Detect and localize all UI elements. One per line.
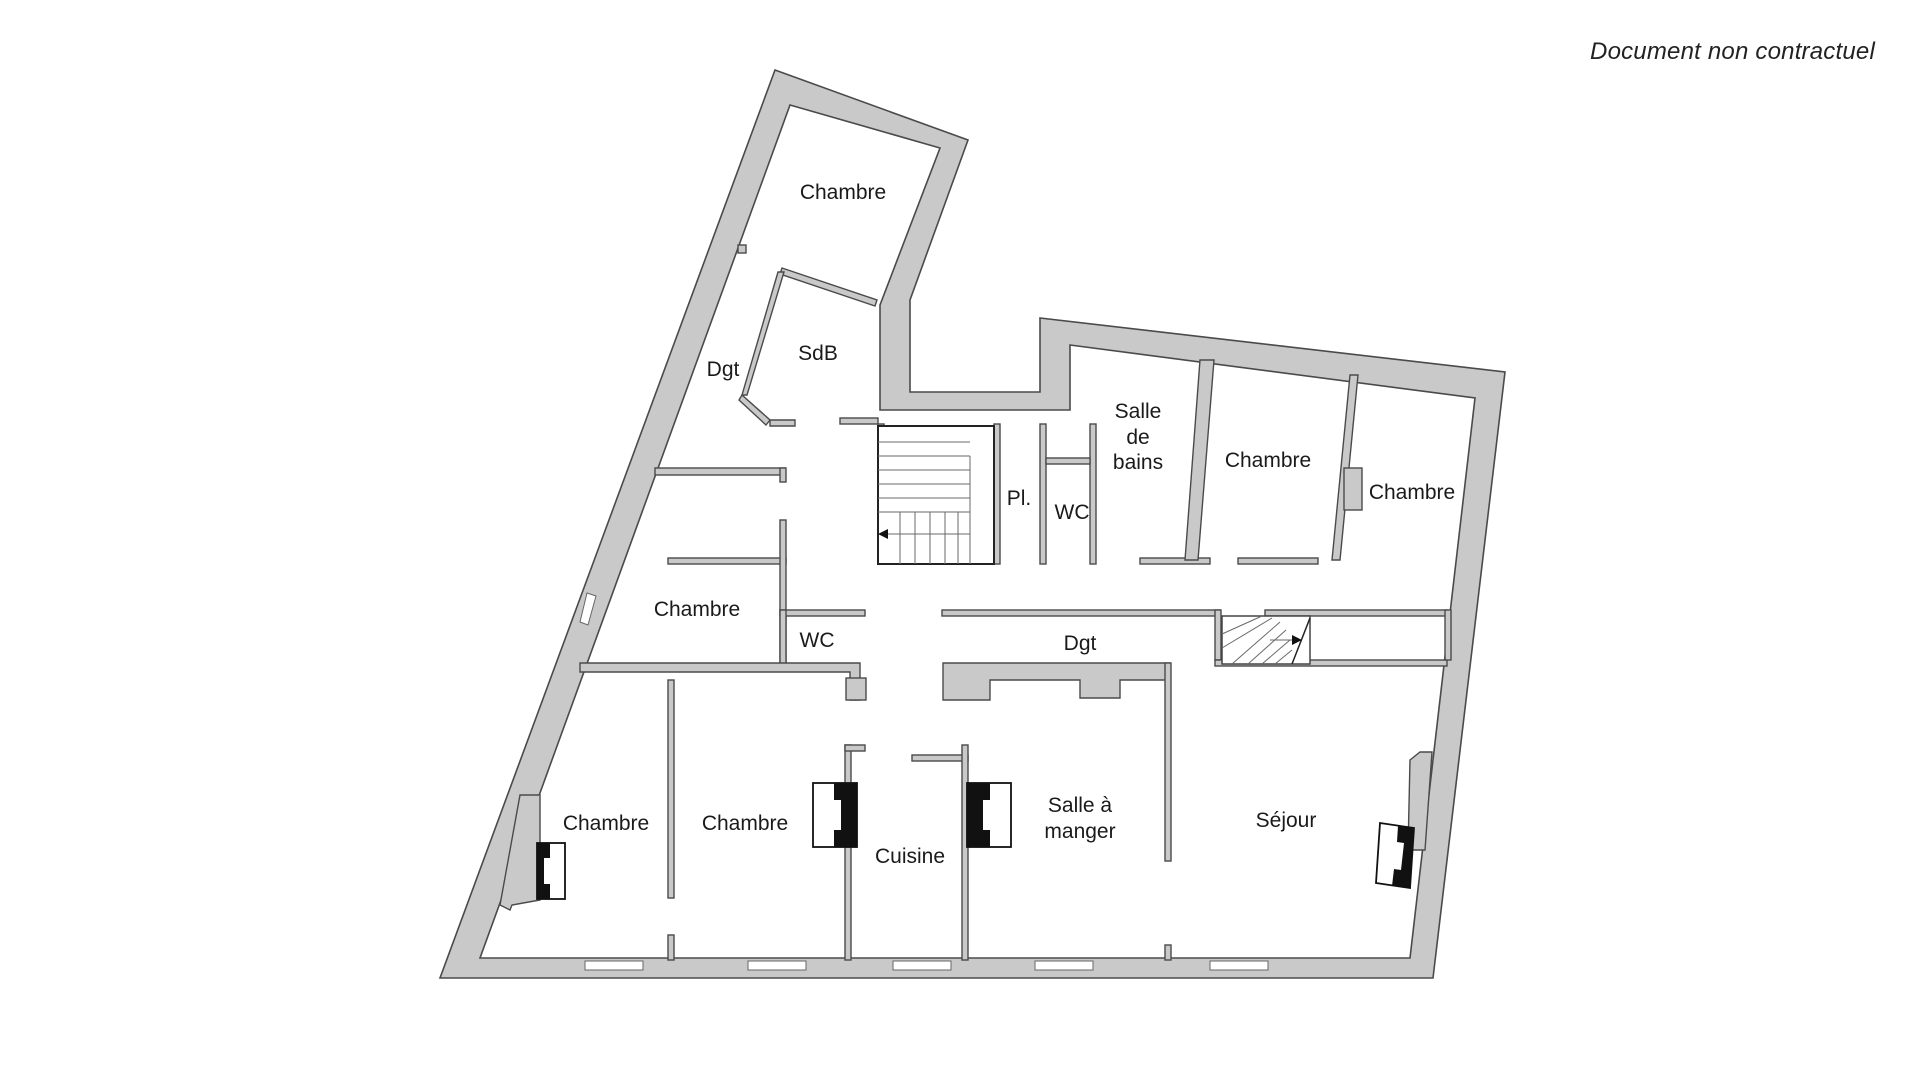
room-label-dgt-left: Dgt	[707, 358, 740, 381]
room-label-chambre-mid-right: Chambre	[1225, 449, 1311, 472]
room-label-cuisine: Cuisine	[875, 845, 945, 868]
room-label-salle-a-manger-2: manger	[1044, 820, 1115, 843]
interior-walls	[499, 244, 1452, 961]
fireplace-icon	[966, 782, 1012, 848]
room-label-chambre-left: Chambre	[654, 598, 740, 621]
room-label-salle-a-manger-1: Salle à	[1048, 794, 1113, 817]
secondary-staircase	[1221, 615, 1311, 665]
room-label-sdb: SdB	[798, 342, 838, 365]
room-label-wc-upper: WC	[1055, 501, 1090, 524]
disclaimer-text: Document non contractuel	[1590, 38, 1875, 65]
room-label-chambre-bottom-mid: Chambre	[702, 812, 788, 835]
room-labels: Chambre SdB Dgt Salle de bains Chambre C…	[563, 181, 1455, 868]
room-label-salle-de-bains-1: Salle	[1115, 400, 1162, 423]
room-label-chambre-top: Chambre	[800, 181, 886, 204]
room-label-chambre-far-right: Chambre	[1369, 481, 1455, 504]
fireplace-icon	[1375, 821, 1415, 890]
windows	[579, 592, 1269, 971]
room-label-dgt-hall: Dgt	[1064, 632, 1097, 655]
fireplace-icon	[812, 782, 858, 848]
outer-wall	[438, 68, 1506, 979]
main-staircase	[877, 425, 995, 565]
room-label-salle-de-bains-3: bains	[1113, 451, 1163, 474]
room-label-salle-de-bains-2: de	[1126, 426, 1149, 449]
room-label-sejour: Séjour	[1256, 809, 1317, 832]
room-label-wc-lower: WC	[800, 629, 835, 652]
room-label-chambre-bottom-left: Chambre	[563, 812, 649, 835]
fireplace-icon	[536, 842, 566, 900]
room-label-placard: Pl.	[1007, 487, 1032, 510]
